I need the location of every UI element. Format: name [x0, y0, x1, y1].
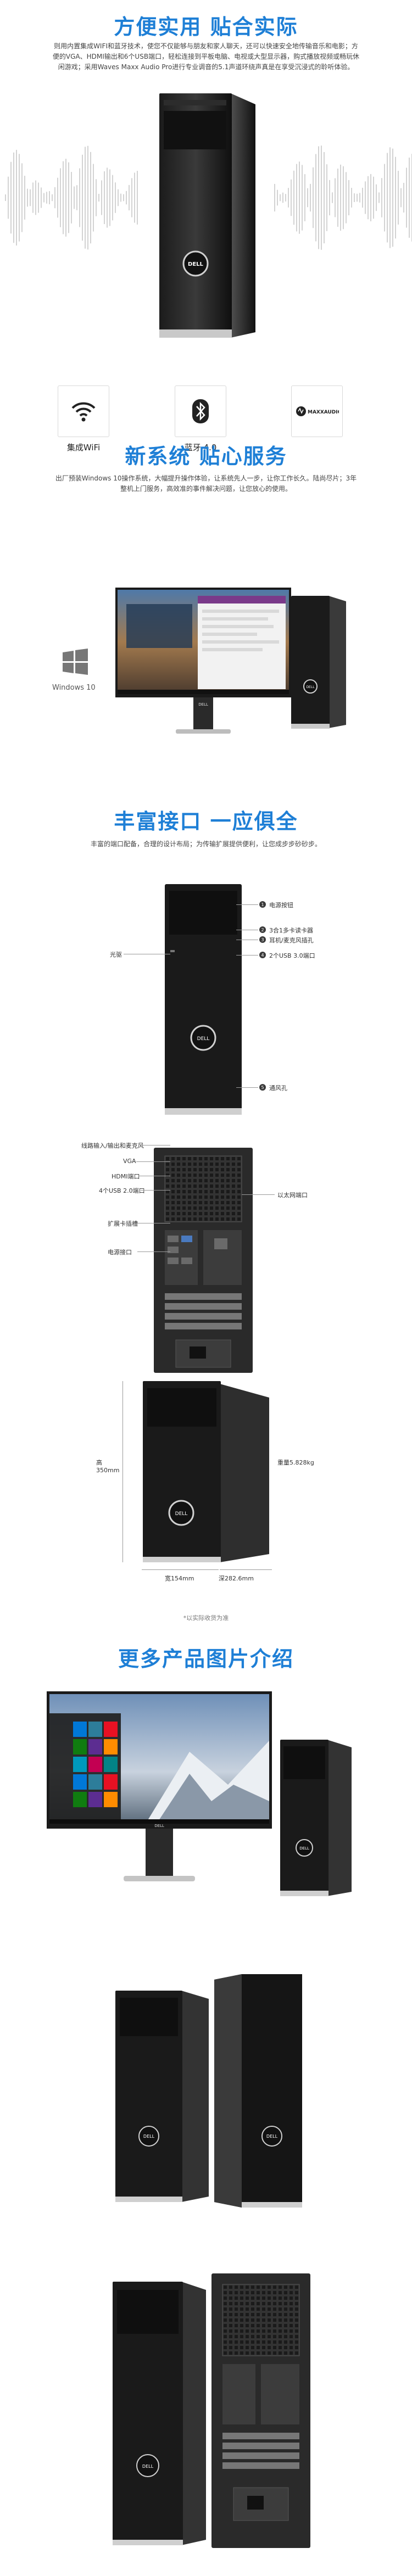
label-power: 电源接口 — [108, 1249, 132, 1256]
section1-paragraph: 则用内置集成WIFI和蓝牙技术，使您不仅能够与朋友和家人聊天，还可以快速安全地传… — [52, 42, 360, 71]
feature-bluetooth: 蓝牙 4.0 — [175, 385, 226, 453]
monitor-windows-screen: DELL — [115, 588, 297, 749]
svg-text:DELL: DELL — [143, 2134, 155, 2139]
callout-4-dot: 4 — [259, 952, 266, 958]
label-vga: VGA — [123, 1158, 136, 1165]
towers-pair: DELL DELL — [99, 1971, 319, 2215]
svg-text:DELL: DELL — [198, 702, 208, 707]
tower-front-ports: DELL — [148, 879, 258, 1122]
dim-weight: 重量5.828kg — [277, 1459, 314, 1466]
svg-text:DELL: DELL — [306, 685, 315, 689]
tower-dimensions: DELL — [126, 1373, 291, 1578]
callout-3-dot: 3 — [259, 936, 266, 943]
label-expansion: 扩展卡插槽 — [108, 1220, 138, 1227]
callout-headphone-jack: 耳机/麦克风插孔 — [269, 937, 314, 944]
callout-5-dot: 5 — [259, 1084, 266, 1091]
monitor-win10-start: DELL — [47, 1691, 277, 1891]
maxxaudio-logo: MAXXAUDIO — [291, 385, 343, 437]
section1-title: 方便实用 贴合实际 — [114, 15, 298, 39]
desktop-tower-small: DELL — [286, 593, 352, 733]
windows-logo — [62, 648, 89, 678]
feature-wifi: 集成WiFi — [58, 385, 109, 453]
section2-paragraph: 出厂预装Windows 10操作系统，大幅提升操作体验，让系统先人一步，让你工作… — [55, 474, 357, 493]
windows-icon — [63, 649, 88, 675]
callout-vent: 通风孔 — [269, 1085, 287, 1092]
note-disclaimer: *以实际收货为准 — [183, 1614, 229, 1622]
callout-power-button: 电源按钮 — [269, 902, 293, 909]
svg-text:DELL: DELL — [154, 1824, 164, 1828]
callout-usb3: 2个USB 3.0端口 — [269, 952, 315, 959]
wifi-icon — [58, 385, 109, 437]
section4-title: 更多产品图片介绍 — [118, 1647, 294, 1671]
dim-height-2: 350mm — [96, 1467, 120, 1474]
tower-back-ports — [143, 1142, 269, 1381]
dim-width: 宽154mm — [165, 1575, 194, 1582]
bluetooth-label: 蓝牙 4.0 — [184, 443, 217, 452]
callout-optical-drive: 光驱 — [110, 951, 122, 958]
svg-text:DELL: DELL — [175, 1511, 188, 1517]
dim-depth: 深282.6mm — [219, 1575, 254, 1582]
svg-text:DELL: DELL — [188, 261, 204, 267]
callout-card-reader: 3合1多卡读卡器 — [269, 927, 313, 934]
desktop-tower-front: DELL — [148, 88, 258, 340]
label-audio: 线路输入/输出和麦克风 — [81, 1142, 144, 1149]
label-usb2: 4个USB 2.0端口 — [99, 1187, 145, 1194]
label-ethernet: 以太网端口 — [277, 1192, 308, 1199]
section3-paragraph: 丰富的端口配备，合理的设计布局；为传输扩展提供便利，让您成步步砂砂步。 — [90, 840, 321, 848]
maxxaudio-text: MAXXAUDIO — [308, 410, 339, 415]
svg-text:DELL: DELL — [197, 1036, 210, 1042]
windows-label: Windows 10 — [52, 684, 96, 692]
feature-maxxaudio: MAXXAUDIO — [291, 385, 343, 437]
bluetooth-icon — [175, 385, 226, 437]
dim-height-1: 高 — [96, 1459, 102, 1466]
callout-1-dot: 1 — [259, 901, 266, 908]
label-hdmi: HDMI端口 — [112, 1173, 140, 1180]
wifi-label: 集成WiFi — [66, 443, 101, 452]
tower-angle-1: DELL — [275, 1735, 357, 1902]
svg-text:DELL: DELL — [142, 2464, 154, 2469]
towers-front-back: DELL — [96, 2268, 327, 2556]
sound-wave-graphic — [5, 146, 412, 250]
section3-title: 丰富接口 一应俱全 — [114, 809, 298, 834]
section2-title: 新系统 贴心服务 — [125, 444, 287, 468]
svg-text:DELL: DELL — [299, 1846, 309, 1851]
callout-2-dot: 2 — [259, 926, 266, 933]
svg-text:DELL: DELL — [266, 2134, 278, 2139]
